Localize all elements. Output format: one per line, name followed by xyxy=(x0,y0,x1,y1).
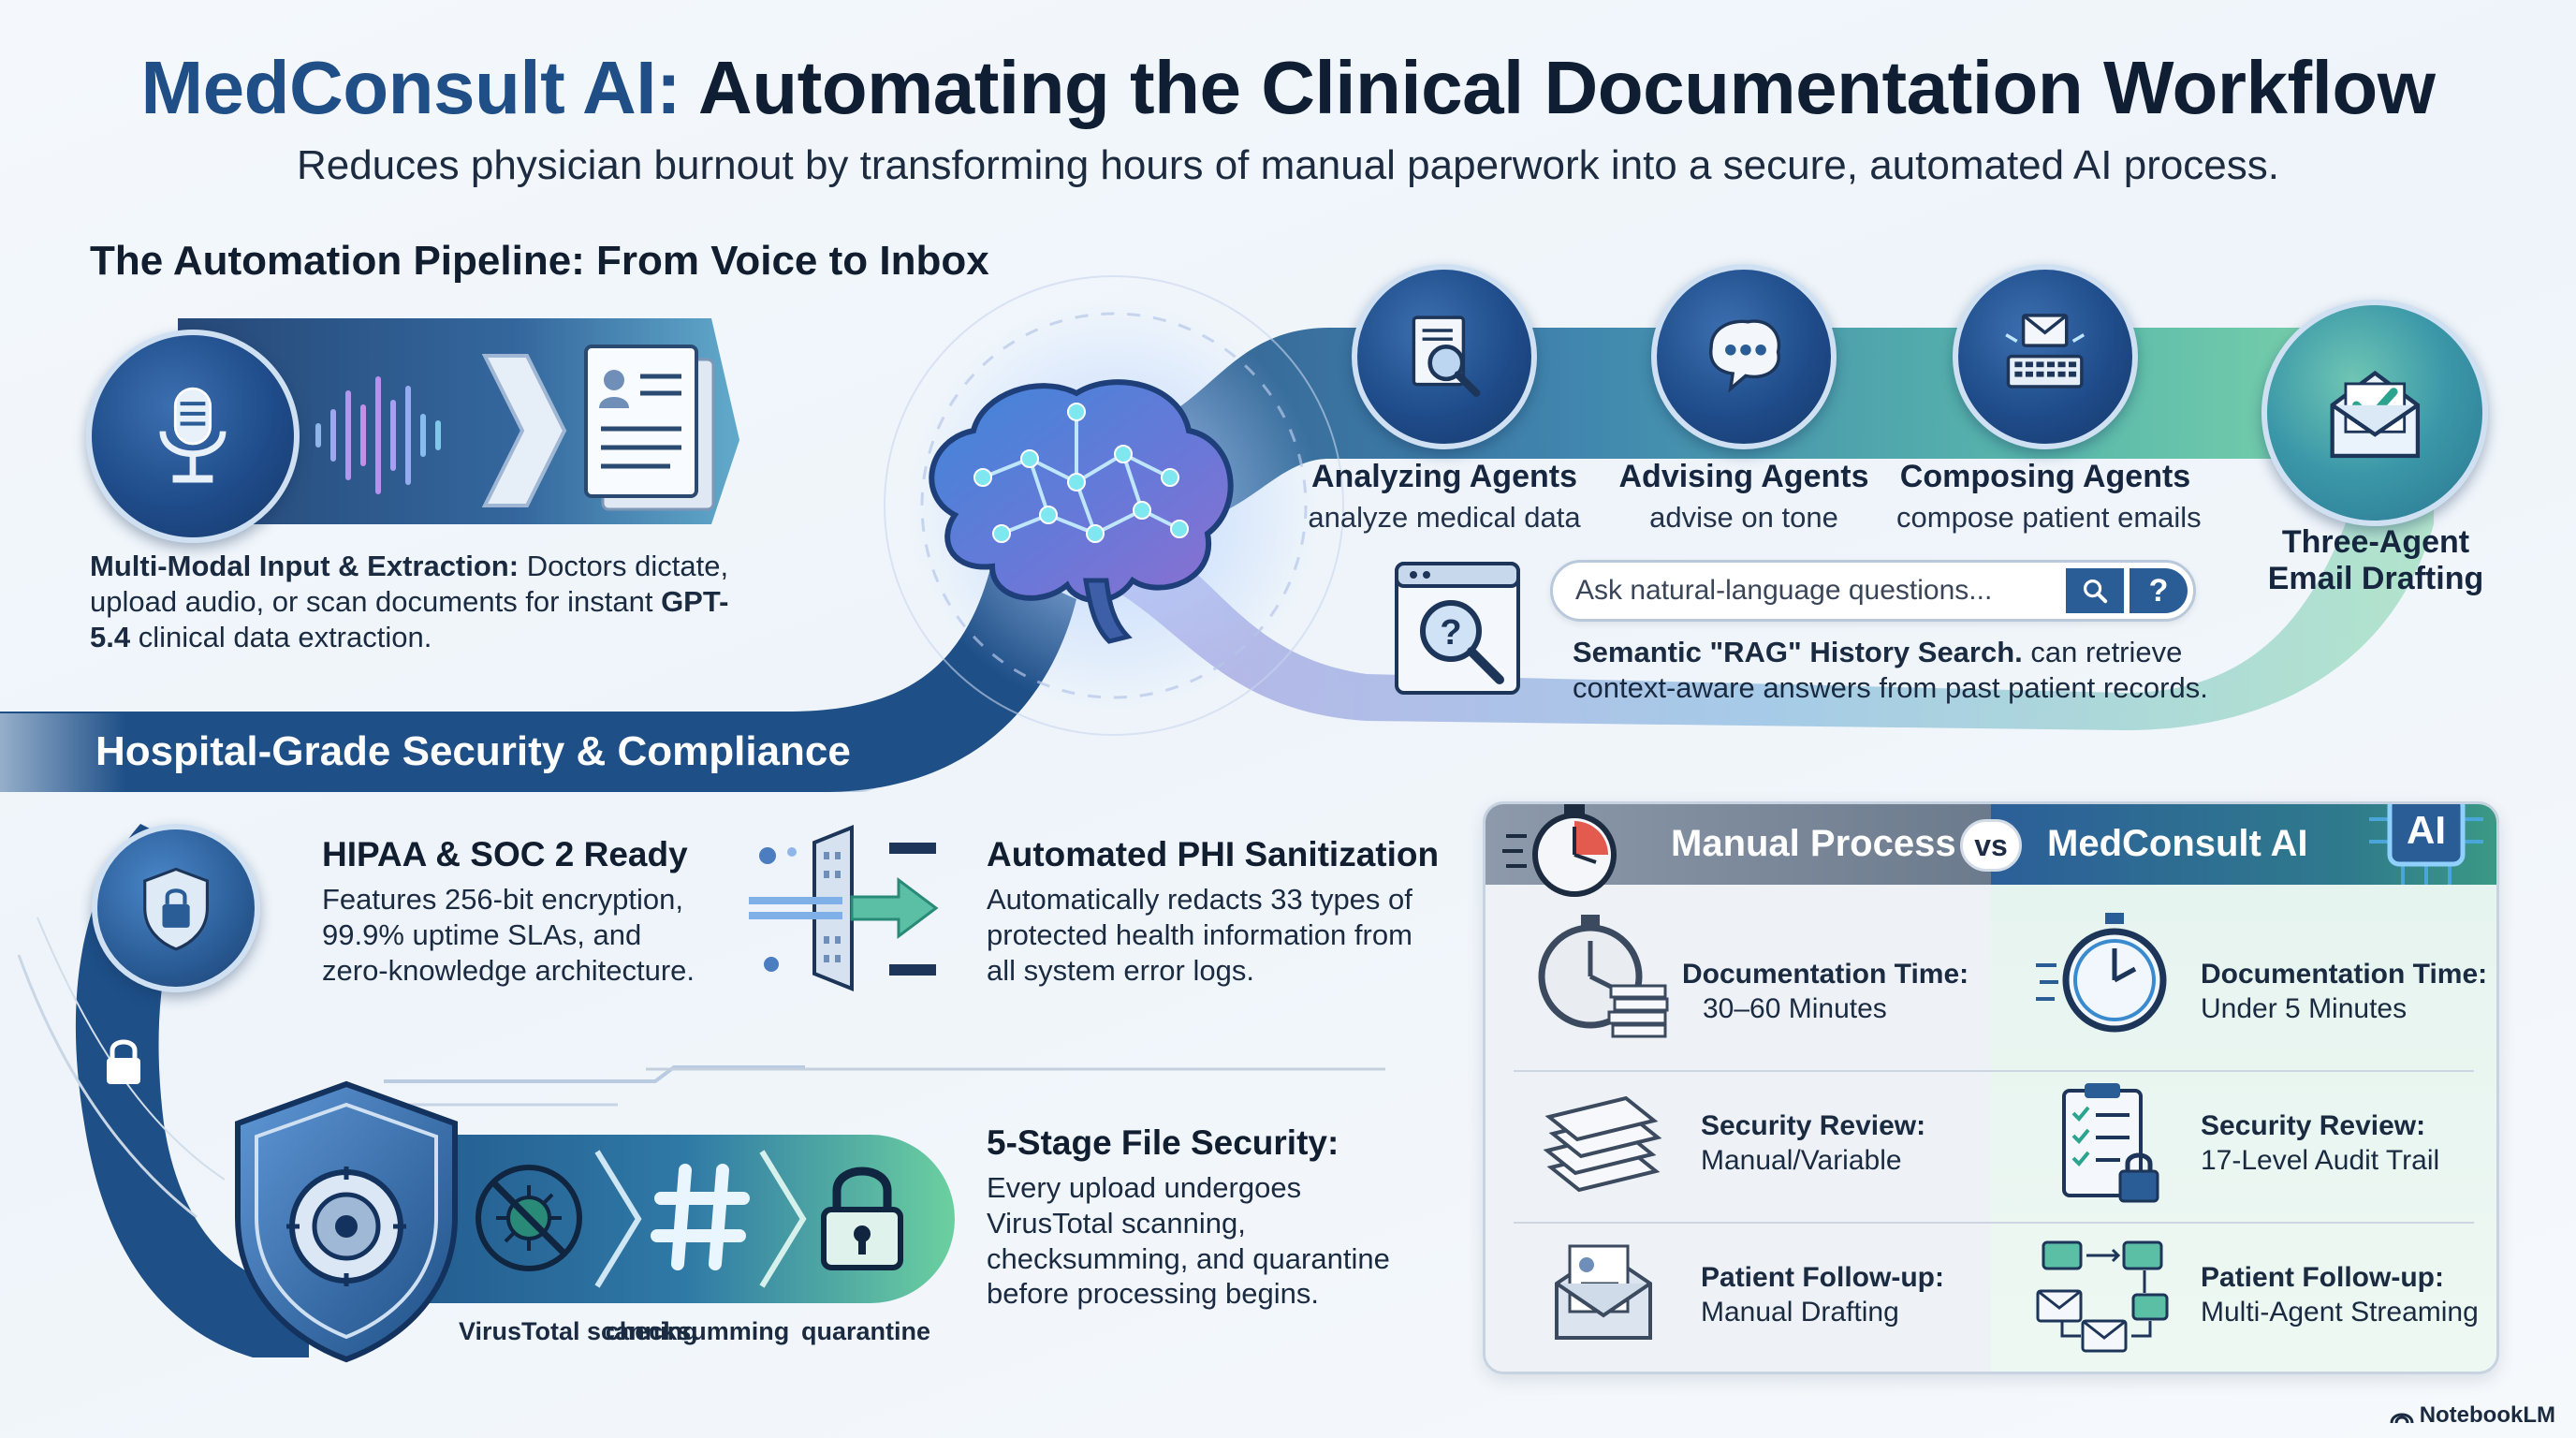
mail-document-icon xyxy=(1555,1244,1652,1340)
caption-virustotal: VirusTotal scanning xyxy=(459,1317,698,1345)
microphone-icon xyxy=(86,330,300,543)
caption-checksumming: checksumming xyxy=(605,1317,790,1345)
ai-security-label: Security Review: xyxy=(2201,1110,2426,1141)
three-agent-drafting-label: Three-Agent Email Drafting xyxy=(2228,524,2524,597)
ai-brain-icon xyxy=(929,379,1234,644)
phi-text: Automatically redacts 33 types of protec… xyxy=(987,883,1412,987)
ai-doc-time-label: Documentation Time: xyxy=(2201,959,2488,990)
rag-text: can retrieve context-aware answers from … xyxy=(1573,636,2208,704)
chevron-right-icon xyxy=(481,354,567,507)
stopwatch-icon xyxy=(1502,804,1617,897)
shield-lock-icon xyxy=(92,824,260,992)
agent-analyzing-title: Analyzing Agents xyxy=(1311,459,1577,494)
manual-follow-up-value: Manual Drafting xyxy=(1701,1296,1899,1328)
stopwatch-paper-icon xyxy=(1538,915,1669,1038)
agent-advising: Advising Agents advise on tone xyxy=(1604,459,1883,535)
agent-composing: Composing Agents compose patient emails xyxy=(1896,459,2202,535)
stage-chevron-icon-2 xyxy=(759,1150,807,1288)
manual-doc-time-value: 30–60 Minutes xyxy=(1703,992,1887,1024)
ai-chip-icon: AI xyxy=(2369,804,2483,885)
hipaa-text: Features 256-bit encryption, 99.9% uptim… xyxy=(322,883,695,987)
search-window-icon: ? xyxy=(1395,562,1520,695)
ai-follow-up-label: Patient Follow-up: xyxy=(2201,1262,2444,1293)
manual-doc-time: Documentation Time: 30–60 Minutes xyxy=(1682,958,1969,1026)
comparison-panel: Manual Process vs MedConsult AI Document… xyxy=(1483,801,2499,1374)
input-text-a: Doctors dictate, upload audio, or scan d… xyxy=(90,550,729,618)
fast-stopwatch-icon xyxy=(2036,913,2167,1033)
search-placeholder: Ask natural-language questions... xyxy=(1575,575,1993,606)
footer-brand: NotebookLM xyxy=(2419,1402,2555,1428)
manual-follow-up: Patient Follow-up: Manual Drafting xyxy=(1701,1261,1944,1329)
pipeline-heading: The Automation Pipeline: From Voice to I… xyxy=(90,238,989,284)
agent-analyzing: Analyzing Agents analyze medical data xyxy=(1305,459,1584,535)
agent-analyzing-subtitle: analyze medical data xyxy=(1308,501,1581,534)
hipaa-title: HIPAA & SOC 2 Ready xyxy=(322,835,688,873)
ai-security-review: Security Review: 17-Level Audit Trail xyxy=(2201,1109,2439,1178)
audit-checklist-lock-icon xyxy=(2062,1083,2159,1203)
drafting-line2: Email Drafting xyxy=(2267,561,2484,596)
virus-scan-icon xyxy=(476,1165,582,1271)
rag-search-input[interactable]: Ask natural-language questions... ? xyxy=(1550,560,2196,622)
row-divider xyxy=(1514,1222,2474,1224)
title-brand: MedConsult AI: xyxy=(140,46,681,129)
manual-security-review: Security Review: Manual/Variable xyxy=(1701,1109,1925,1178)
manual-doc-time-label: Documentation Time: xyxy=(1682,959,1969,990)
phi-title: Automated PHI Sanitization xyxy=(987,835,1440,873)
vs-badge: vs xyxy=(1960,819,2022,872)
svg-text:?: ? xyxy=(1440,613,1461,653)
patient-document-icon xyxy=(584,345,715,511)
paper-stack-icon xyxy=(1543,1095,1662,1193)
rag-search-description: Semantic "RAG" History Search. can retri… xyxy=(1573,635,2247,706)
caption-quarantine: quarantine xyxy=(800,1317,931,1345)
hash-checksum-icon xyxy=(651,1164,750,1270)
stage-chevron-icon xyxy=(594,1150,642,1288)
ai-follow-up: Patient Follow-up: Multi-Agent Streaming xyxy=(2201,1261,2479,1329)
manual-security-value: Manual/Variable xyxy=(1701,1144,1902,1176)
title-rest: Automating the Clinical Documentation Wo… xyxy=(697,46,2436,129)
page-subtitle: Reduces physician burnout by transformin… xyxy=(296,142,2280,188)
file-security-text: Every upload undergoes VirusTotal scanni… xyxy=(987,1171,1390,1311)
agent-composing-subtitle: compose patient emails xyxy=(1896,501,2202,534)
vault-shield-icon xyxy=(235,1080,458,1363)
ai-doc-time-value: Under 5 Minutes xyxy=(2201,992,2408,1024)
manual-follow-up-label: Patient Follow-up: xyxy=(1701,1262,1944,1293)
quarantine-lock-icon xyxy=(821,1167,903,1270)
drafting-line1: Three-Agent xyxy=(2281,524,2470,560)
ai-doc-time: Documentation Time: Under 5 Minutes xyxy=(2201,958,2487,1026)
agent-composing-title: Composing Agents xyxy=(1899,459,2191,494)
security-banner xyxy=(0,713,899,792)
ai-badge-text: AI xyxy=(2407,808,2446,852)
email-keyboard-icon xyxy=(1953,264,2138,449)
document-magnifier-icon xyxy=(1352,264,1537,449)
manual-security-label: Security Review: xyxy=(1701,1110,1926,1141)
padlock-icon xyxy=(107,1039,140,1084)
help-question-icon[interactable]: ? xyxy=(2130,568,2188,613)
chat-bubble-icon xyxy=(1651,264,1837,449)
manual-process-label: Manual Process xyxy=(1671,823,1956,864)
sound-wave-icon xyxy=(315,376,441,494)
medconsult-ai-label: MedConsult AI xyxy=(2047,823,2308,864)
notebooklm-logo-icon xyxy=(2390,1413,2414,1424)
ai-follow-up-value: Multi-Agent Streaming xyxy=(2201,1296,2479,1328)
notebooklm-watermark: NotebookLM xyxy=(2390,1402,2555,1429)
data-filter-icon xyxy=(749,825,939,991)
search-icon[interactable] xyxy=(2066,568,2124,613)
input-text-b: clinical data extraction. xyxy=(138,620,432,653)
input-title: Multi-Modal Input & Extraction: xyxy=(90,550,520,582)
agent-advising-subtitle: advise on tone xyxy=(1649,501,1838,534)
security-heading: Hospital-Grade Security & Compliance xyxy=(95,728,851,774)
page-title: MedConsult AI: Automating the Clinical D… xyxy=(0,45,2576,131)
multi-agent-messages-icon xyxy=(2036,1240,2169,1353)
rag-title: Semantic "RAG" History Search. xyxy=(1573,636,2023,668)
envelope-check-icon xyxy=(2261,300,2488,526)
agent-advising-title: Advising Agents xyxy=(1618,459,1869,494)
input-model: GPT-5.4 xyxy=(90,584,729,653)
ai-security-value: 17-Level Audit Trail xyxy=(2201,1144,2440,1176)
input-description: Multi-Modal Input & Extraction: Doctors … xyxy=(90,549,764,654)
row-divider xyxy=(1514,1070,2474,1072)
file-security-title: 5-Stage File Security: xyxy=(987,1123,1339,1162)
